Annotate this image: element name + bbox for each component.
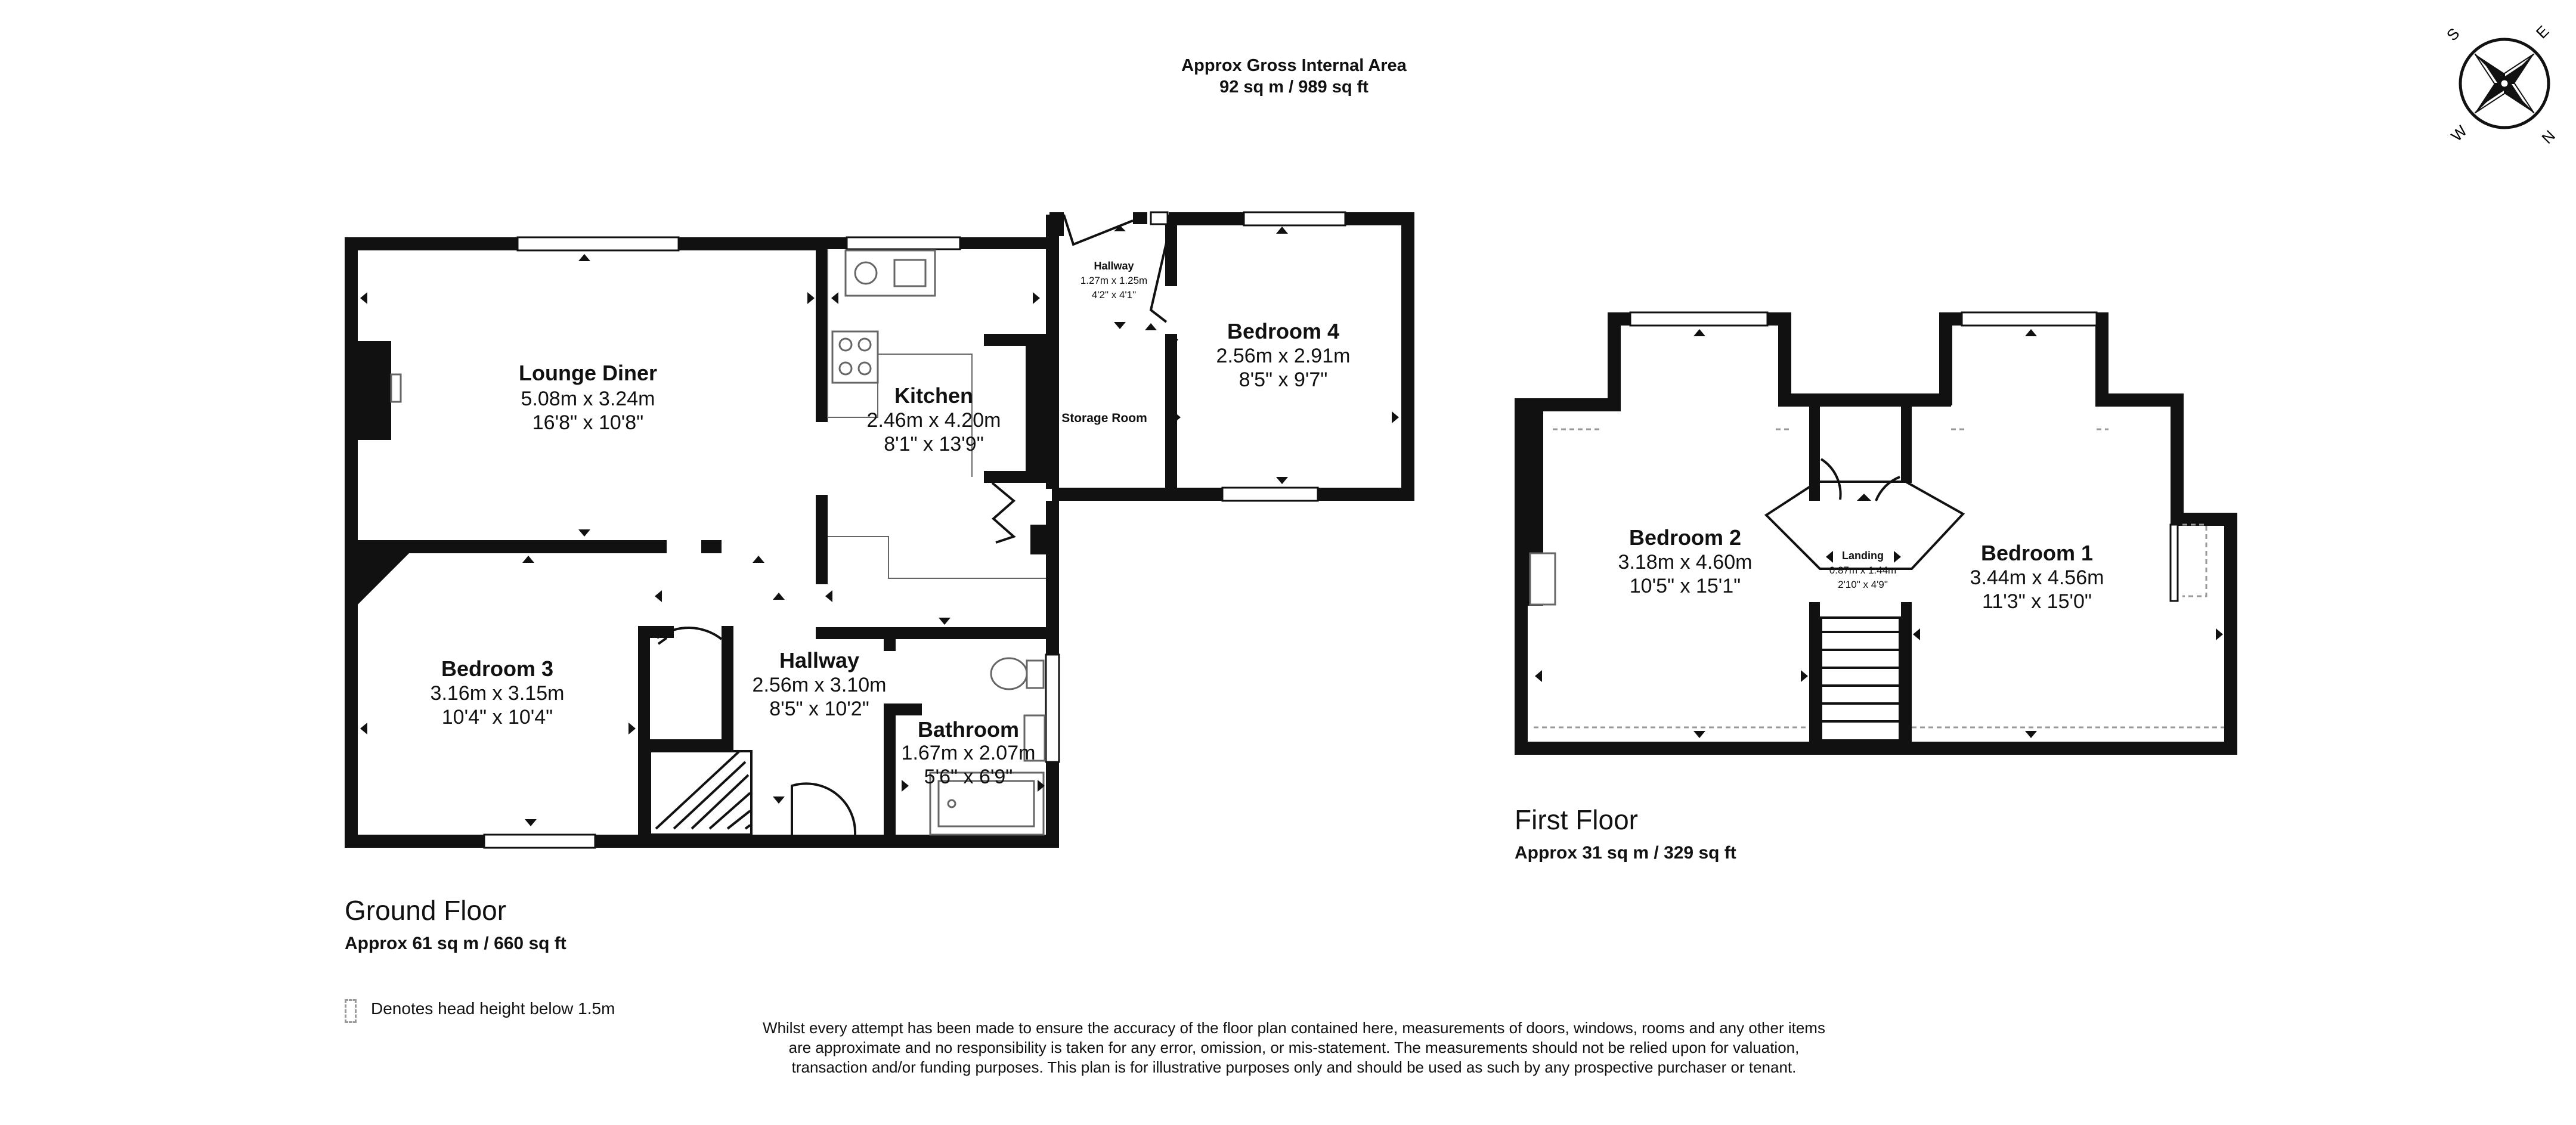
room-imperial: 10'5" x 15'1" xyxy=(1630,575,1741,597)
room-bedroom-3: Bedroom 3 3.16m x 3.15m 10'4" x 10'4" xyxy=(431,656,565,729)
first-floor-plan: Bedroom 2 3.18m x 4.60m 10'5" x 15'1" La… xyxy=(1515,311,2237,755)
room-imperial: 8'5" x 9'7" xyxy=(1239,368,1328,391)
disclaimer-text: Whilst every attempt has been made to en… xyxy=(763,1019,1825,1076)
ground-floor-title: Ground Floor xyxy=(345,895,507,926)
room-name: Bedroom 1 xyxy=(1981,541,2093,565)
compass-label-n: N xyxy=(2538,126,2558,147)
room-imperial: 10'4" x 10'4" xyxy=(442,706,553,729)
room-metric: 3.18m x 4.60m xyxy=(1618,551,1753,574)
room-imperial: 4'2" x 4'1" xyxy=(1092,289,1136,300)
room-imperial: 8'1" x 13'9" xyxy=(884,433,984,455)
gross-internal-area: Approx Gross Internal Area 92 sq m / 989… xyxy=(1169,55,1419,98)
room-imperial: 2'10" x 4'9" xyxy=(1838,579,1888,590)
ground-stairs xyxy=(649,750,753,836)
room-name: Landing xyxy=(1842,550,1884,562)
room-name: Bedroom 3 xyxy=(441,656,553,681)
room-name: Kitchen xyxy=(894,383,973,408)
room-name: Hallway xyxy=(779,648,859,672)
room-hallway-small: Hallway 1.27m x 1.25m 4'2" x 4'1" xyxy=(1080,260,1147,300)
room-name: Lounge Diner xyxy=(519,361,657,385)
room-imperial: 16'8" x 10'8" xyxy=(532,411,643,434)
room-metric: 1.27m x 1.25m xyxy=(1080,275,1147,286)
compass-label-e: E xyxy=(2532,22,2552,42)
room-metric: 1.67m x 2.07m xyxy=(902,742,1036,764)
room-lounge-diner: Lounge Diner 5.08m x 3.24m 16'8" x 10'8" xyxy=(519,361,657,434)
room-imperial: 5'6" x 6'9" xyxy=(924,766,1013,788)
room-metric: 0.87m x 1.44m xyxy=(1829,565,1896,576)
room-name: Storage Room xyxy=(1061,411,1147,425)
room-landing: Landing 0.87m x 1.44m 2'10" x 4'9" xyxy=(1829,550,1896,590)
ground-floor-plan: Lounge Diner 5.08m x 3.24m 16'8" x 10'8"… xyxy=(345,211,1414,849)
room-kitchen: Kitchen 2.46m x 4.20m 8'1" x 13'9" xyxy=(867,383,1001,455)
room-name: Bedroom 4 xyxy=(1227,319,1339,343)
ground-floor-area: Approx 61 sq m / 660 sq ft xyxy=(345,934,566,953)
gross-area-value: 92 sq m / 989 sq ft xyxy=(1219,78,1368,97)
room-metric: 3.16m x 3.15m xyxy=(431,682,565,705)
ground-dimension-arrows xyxy=(360,225,1399,826)
room-metric: 2.56m x 2.91m xyxy=(1216,345,1351,367)
room-metric: 2.56m x 3.10m xyxy=(753,674,887,696)
room-metric: 2.46m x 4.20m xyxy=(867,409,1001,432)
room-bedroom-1: Bedroom 1 3.44m x 4.56m 11'3" x 15'0" xyxy=(1970,541,2104,613)
room-metric: 5.08m x 3.24m xyxy=(521,388,655,410)
room-name: Bedroom 2 xyxy=(1629,525,1741,550)
room-metric: 3.44m x 4.56m xyxy=(1970,566,2104,589)
room-storage: Storage Room xyxy=(1061,411,1147,425)
room-name: Hallway xyxy=(1094,260,1134,272)
first-floor-area: Approx 31 sq m / 329 sq ft xyxy=(1515,843,1736,863)
compass-label-w: W xyxy=(2447,122,2470,145)
room-name: Bathroom xyxy=(918,717,1019,742)
first-floor-title: First Floor xyxy=(1515,804,1638,835)
room-bedroom-4: Bedroom 4 2.56m x 2.91m 8'5" x 9'7" xyxy=(1216,319,1351,391)
room-imperial: 11'3" x 15'0" xyxy=(1982,590,2092,613)
room-hallway: Hallway 2.56m x 3.10m 8'5" x 10'2" xyxy=(753,648,887,720)
room-imperial: 8'5" x 10'2" xyxy=(769,698,869,720)
head-height-legend-icon xyxy=(345,999,357,1023)
compass-rose-icon: S E N W xyxy=(2443,22,2559,147)
gross-area-title: Approx Gross Internal Area xyxy=(1181,56,1407,75)
room-bedroom-2: Bedroom 2 3.18m x 4.60m 10'5" x 15'1" xyxy=(1618,525,1753,597)
first-dimension-arrows xyxy=(1535,329,2223,738)
compass-label-s: S xyxy=(2443,24,2463,44)
head-height-legend-text: Denotes head height below 1.5m xyxy=(371,999,615,1018)
room-bathroom: Bathroom 1.67m x 2.07m 5'6" x 6'9" xyxy=(902,717,1036,788)
